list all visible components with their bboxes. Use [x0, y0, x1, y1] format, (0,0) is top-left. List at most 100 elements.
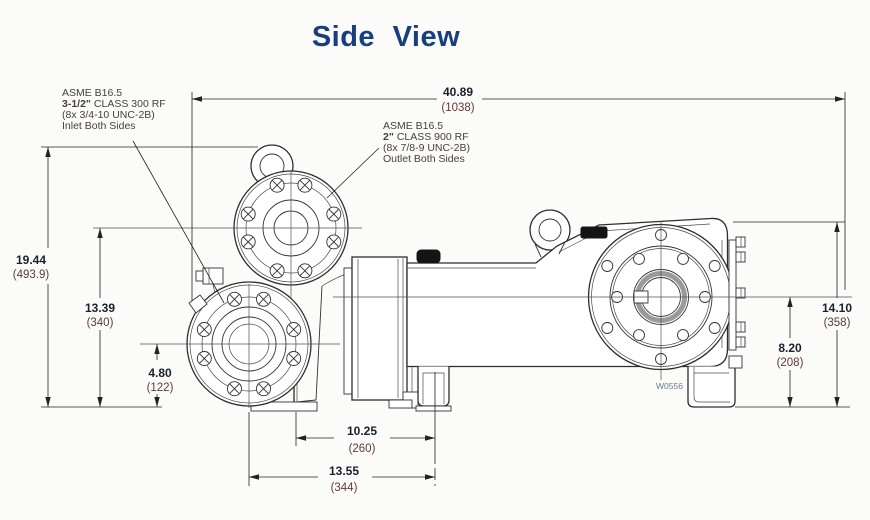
volute-right-edge	[315, 285, 323, 401]
inlet-flange-tab	[188, 294, 208, 314]
bolt-icon	[677, 329, 689, 342]
bolt-icon	[286, 322, 302, 337]
bolt-profile-icon	[735, 251, 746, 263]
bolt-icon	[269, 263, 285, 279]
bolt-icon	[227, 381, 242, 397]
arrowhead	[296, 435, 306, 441]
left-foot-inner	[422, 372, 445, 404]
bolt-icon	[326, 234, 342, 250]
arrowhead	[154, 397, 160, 407]
drawing-number-watermark: W0556	[656, 381, 683, 391]
bolt-profile-icon	[735, 287, 746, 299]
bolt-icon	[633, 329, 645, 342]
note-line: (8x 3/4-10 UNC-2B)	[62, 109, 155, 121]
cylinder-bottom-tab	[388, 399, 413, 409]
pump-side-view-drawing: W0556	[93, 144, 852, 412]
eye-base-right	[558, 241, 566, 255]
page-title: Side View	[312, 21, 460, 53]
cylinder-body	[351, 256, 408, 401]
end-plate	[728, 239, 737, 351]
bolt-profile-icon	[735, 336, 746, 348]
dim-overall-length: 40.89 (1038)	[191, 85, 846, 301]
dim-metric: (122)	[147, 382, 174, 394]
arrowhead	[154, 344, 160, 354]
note-line: Outlet Both Sides	[383, 153, 465, 165]
bolt-icon	[708, 260, 721, 272]
mounting-feet	[415, 355, 743, 412]
arrowhead	[834, 222, 840, 232]
arrowhead	[45, 147, 51, 157]
note-outlet-flange: ASME B16.5 2"CLASS 900 RF (8x 7/8-9 UNC-…	[326, 120, 470, 199]
note-line: Inlet Both Sides	[62, 120, 136, 132]
dim-metric: (1038)	[441, 102, 474, 114]
arrowhead	[834, 397, 840, 407]
housing-lifting-eye	[529, 209, 571, 251]
bolt-profile-icon	[735, 236, 746, 248]
bolt-icon	[240, 234, 256, 250]
bolt-icon	[286, 351, 302, 366]
bolt-icon	[677, 252, 689, 265]
dim-body-height: 14.10 (358)	[733, 221, 852, 407]
dim-value: 8.20	[778, 341, 802, 355]
flange-spec: CLASS 900 RF	[397, 131, 469, 143]
arrowhead	[249, 474, 259, 480]
eye-base-left	[534, 243, 542, 258]
right-foot	[687, 366, 736, 408]
flange-size: 3-1/2"	[62, 98, 91, 110]
callout-notes: ASME B16.5 3-1/2"CLASS 300 RF (8x 3/4-10…	[62, 87, 470, 304]
arrowhead	[45, 397, 51, 407]
dim-centerline-height: 8.20 (208)	[777, 297, 804, 407]
right-side-bracket	[728, 355, 743, 369]
dimensions: 40.89 (1038) 19.44 (493.9) 13.39 (340)	[13, 85, 853, 494]
bolt-icon	[708, 322, 721, 334]
note-line: 3-1/2"CLASS 300 RF	[62, 98, 166, 110]
dim-foot-offset: 10.25 (260)	[295, 412, 435, 455]
arrowhead	[835, 96, 845, 102]
lifting-eye-outer-ring	[529, 209, 571, 251]
leader-line	[132, 140, 225, 304]
arrowhead	[97, 228, 103, 238]
note-inlet-flange: ASME B16.5 3-1/2"CLASS 300 RF (8x 3/4-10…	[62, 87, 225, 304]
dim-overall-height: 19.44 (493.9)	[13, 146, 258, 407]
dim-outlet-height: 13.39 (340)	[85, 228, 115, 407]
cylinder-hub	[343, 267, 353, 395]
dim-metric: (340)	[87, 317, 114, 329]
vent-plug	[580, 226, 608, 239]
left-foot-pad	[415, 405, 452, 412]
bolt-icon	[297, 177, 313, 193]
bolt-icon	[269, 177, 285, 193]
bolt-icon	[326, 206, 342, 222]
bolt-icon	[196, 322, 212, 337]
dim-metric: (344)	[331, 482, 358, 494]
cylinder-section	[343, 256, 419, 409]
dim-value: 4.80	[148, 366, 172, 380]
arrowhead	[787, 297, 793, 307]
dim-metric: (493.9)	[13, 269, 50, 281]
bolt-icon	[256, 381, 271, 397]
dim-metric: (260)	[349, 443, 376, 455]
flange-spec: CLASS 300 RF	[94, 98, 166, 110]
side-fitting-bracket	[195, 267, 224, 294]
end-plate-bolts	[735, 236, 746, 348]
bracket-cap	[195, 270, 204, 282]
bolt-icon	[297, 263, 313, 279]
oil-fill-plug	[416, 249, 441, 264]
bolt-icon	[196, 351, 212, 366]
dim-value: 40.89	[443, 85, 473, 99]
bolt-icon	[601, 322, 614, 334]
bolt-icon	[256, 291, 271, 307]
bolt-icon	[227, 291, 242, 307]
bolt-icon	[601, 260, 614, 272]
arrowhead	[425, 474, 435, 480]
dim-value: 13.55	[329, 464, 359, 478]
end-bolt-plate	[728, 236, 746, 351]
arrowhead	[425, 435, 435, 441]
bolt-icon	[633, 252, 645, 265]
bolt-profile-icon	[735, 321, 746, 333]
bracket-stem	[212, 283, 216, 294]
note-line: (8x 7/8-9 UNC-2B)	[383, 142, 470, 154]
right-foot-inner	[693, 367, 730, 403]
dim-inlet-height: 4.80 (122)	[147, 344, 174, 407]
note-line: ASME B16.5	[62, 87, 122, 99]
